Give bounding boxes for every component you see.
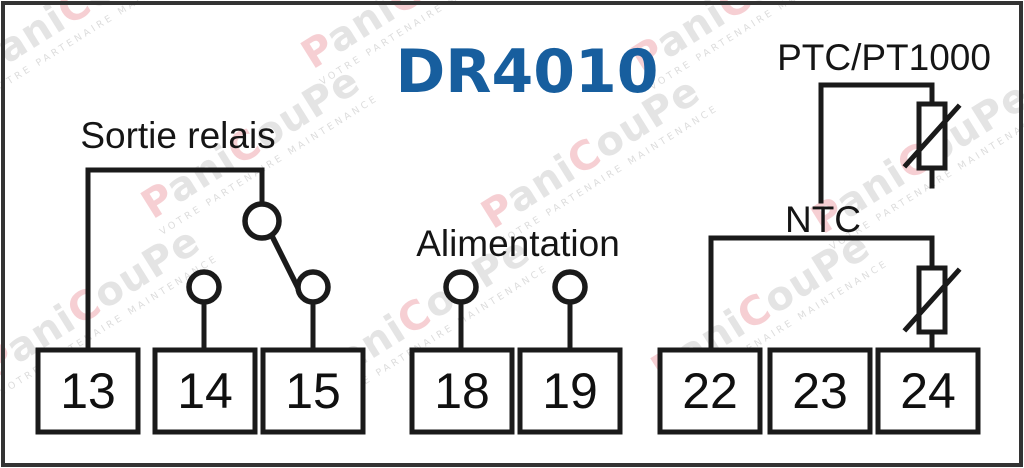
wire-ptc-loop bbox=[818, 82, 935, 204]
terminal-box-outline bbox=[657, 347, 763, 435]
ptc-circuit-wires bbox=[818, 82, 935, 204]
terminal-15-contact-circle bbox=[295, 269, 331, 305]
terminal-number-label: 22 bbox=[682, 363, 738, 419]
terminal-number-label: 19 bbox=[542, 363, 598, 419]
terminal-box-outline bbox=[409, 347, 515, 435]
ptc-thermistor-variability-slash bbox=[902, 103, 962, 169]
terminal-19-contact-circle bbox=[552, 269, 588, 305]
terminal-number-label: 13 bbox=[60, 363, 116, 419]
terminal-block-22[interactable]: 22 bbox=[657, 347, 763, 435]
terminal-number-label: 14 bbox=[177, 363, 233, 419]
terminal-number-label: 15 bbox=[285, 363, 341, 419]
ntc-thermistor-body bbox=[916, 265, 948, 335]
relay-switch-arm bbox=[269, 233, 302, 293]
terminal-box-outline bbox=[767, 347, 873, 435]
terminal-box-outline bbox=[517, 347, 623, 435]
ntc-circuit-wires bbox=[708, 235, 935, 353]
relay-output-circuit bbox=[85, 167, 265, 353]
terminal-block-24[interactable]: 24 bbox=[875, 347, 981, 435]
terminal-box-outline bbox=[35, 347, 141, 435]
label-sortie-relais: Sortie relais bbox=[80, 115, 275, 156]
terminal-block-23[interactable]: 23 bbox=[767, 347, 873, 435]
terminal-block-14[interactable]: 14 bbox=[152, 347, 258, 435]
terminal-18-contact-circle bbox=[443, 269, 479, 305]
terminal-block-19[interactable]: 19 bbox=[517, 347, 623, 435]
terminal-number-label: 23 bbox=[792, 363, 848, 419]
terminal-block-row: 13 14 15 18 19 22 23 24 bbox=[35, 347, 981, 435]
terminal-number-label: 18 bbox=[434, 363, 490, 419]
ntc-thermistor-variability-slash bbox=[902, 267, 962, 333]
label-ntc: NTC bbox=[785, 199, 861, 240]
terminal-14-contact-circle bbox=[186, 269, 222, 305]
terminal-box-outline bbox=[875, 347, 981, 435]
terminal-box-outline bbox=[260, 347, 366, 435]
wire-13-to-common-pole bbox=[85, 167, 265, 353]
page-title: DR4010 bbox=[396, 37, 659, 107]
terminal-block-18[interactable]: 18 bbox=[409, 347, 515, 435]
wire-22-to-ntc bbox=[708, 235, 935, 353]
label-ptc-pt1000: PTC/PT1000 bbox=[777, 37, 991, 78]
terminal-number-label: 24 bbox=[900, 363, 956, 419]
terminal-box-outline bbox=[152, 347, 258, 435]
relay-common-pole-circle bbox=[242, 201, 282, 241]
label-alimentation: Alimentation bbox=[416, 223, 620, 264]
terminal-block-15[interactable]: 15 bbox=[260, 347, 366, 435]
terminal-block-13[interactable]: 13 bbox=[35, 347, 141, 435]
